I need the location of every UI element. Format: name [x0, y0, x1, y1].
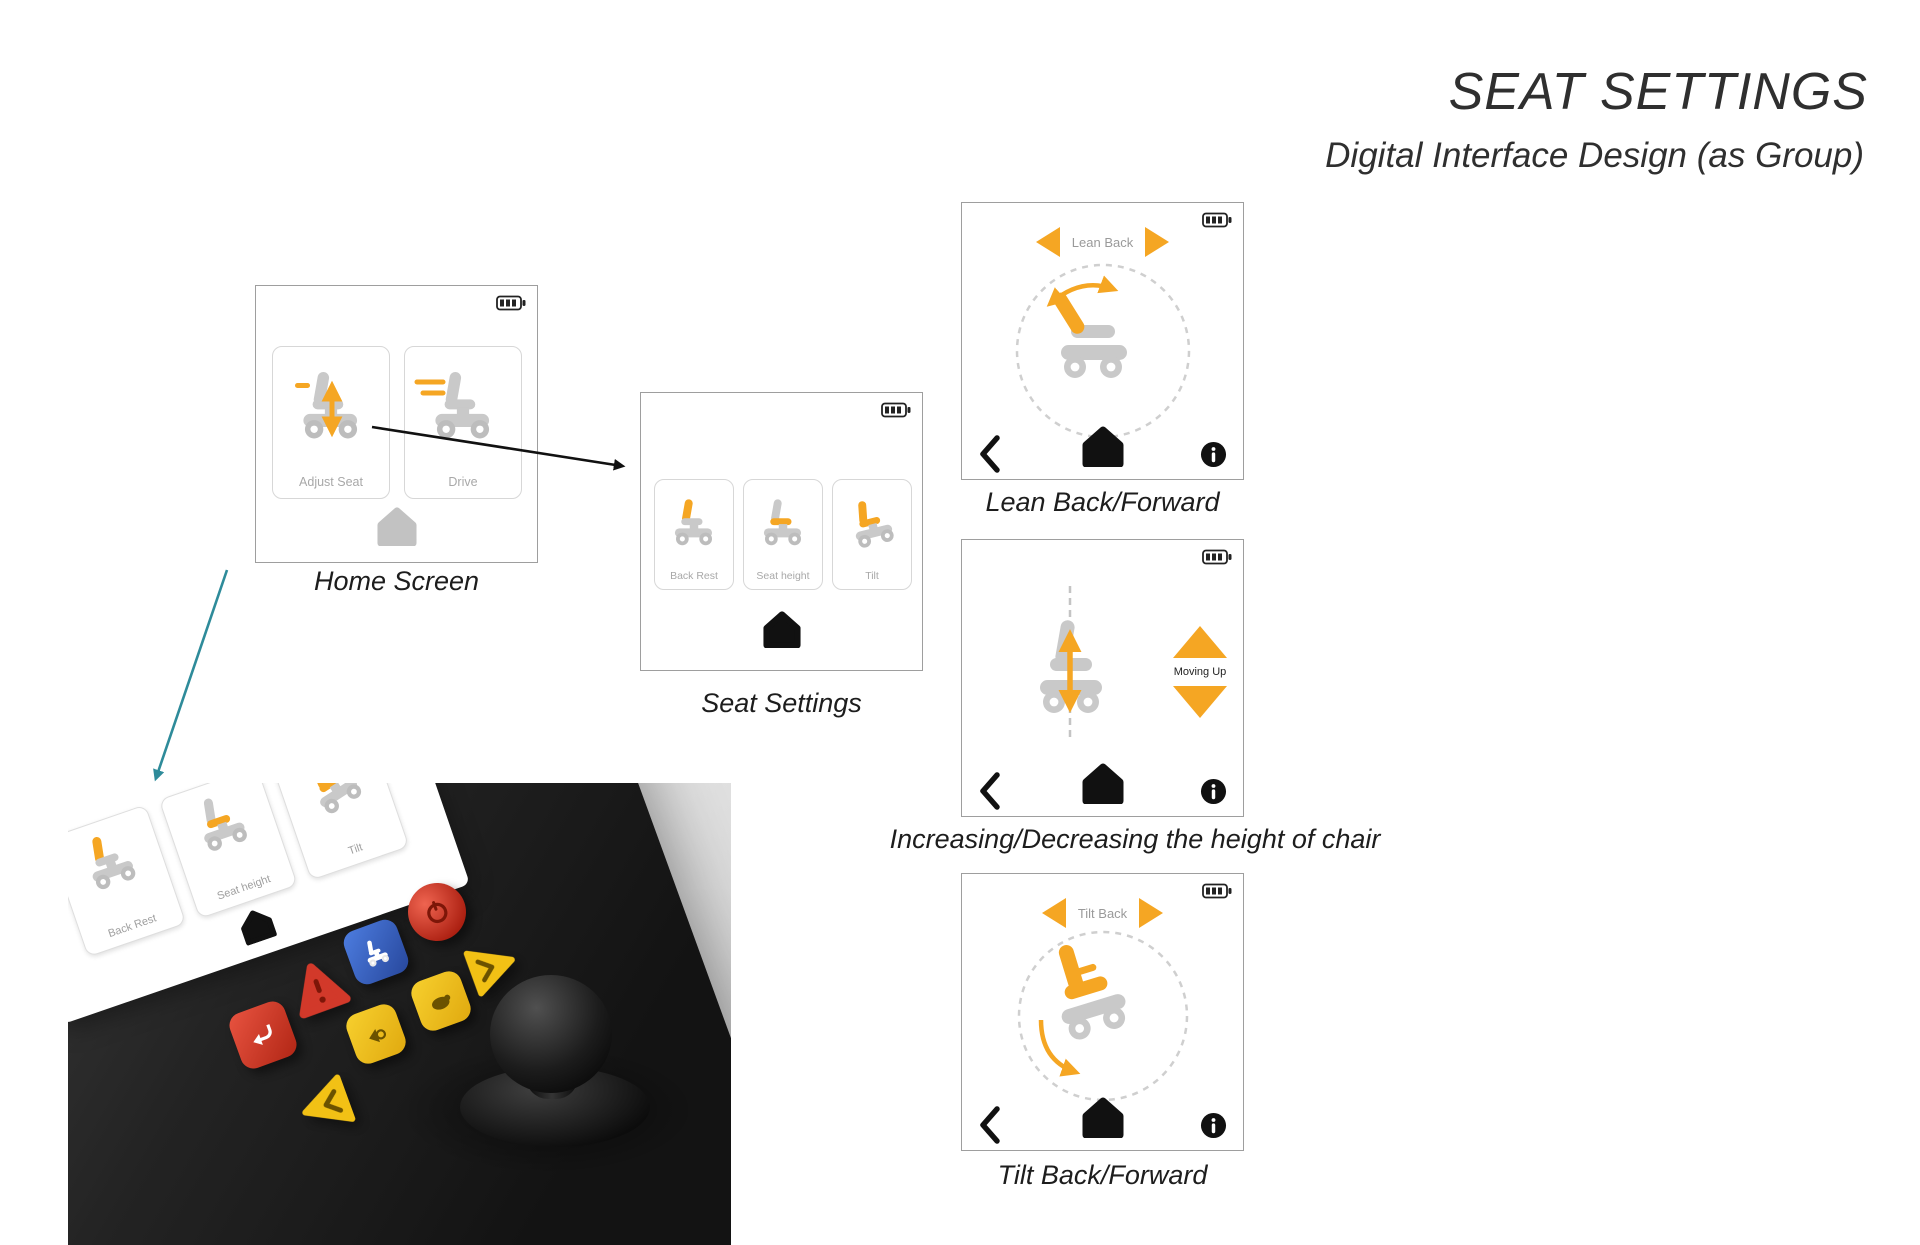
height-screen: Moving Up: [961, 539, 1244, 817]
power-icon: [427, 901, 448, 924]
return-arrow-icon: [253, 1024, 272, 1045]
tilt-header: Tilt Back: [962, 898, 1243, 928]
home-button[interactable]: [760, 610, 804, 648]
drive-label: Drive: [448, 475, 478, 489]
lean-screen: Lean Back: [961, 202, 1244, 480]
moving-status-label: Moving Up: [1173, 666, 1227, 678]
lean-left-triangle-icon[interactable]: [1035, 227, 1060, 257]
warning-icon: [299, 963, 351, 1019]
wheelchair-seat-icon: [751, 496, 815, 549]
lean-illustration: [1015, 263, 1191, 439]
return-button: [225, 997, 301, 1073]
home-screen-panel: Adjust Seat Drive: [255, 285, 538, 563]
warning-button: [282, 952, 355, 1023]
home-icon[interactable]: [374, 506, 420, 546]
page-title: SEAT SETTINGS: [1448, 63, 1868, 121]
battery-icon: [1202, 549, 1232, 565]
home-button[interactable]: [1079, 762, 1127, 804]
device-card-label: Seat height: [215, 873, 273, 903]
tilt-caption: Tilt Back/Forward: [997, 1160, 1208, 1190]
wheelchair-backrest-icon: [662, 496, 726, 549]
height-caption: Increasing/Decreasing the height of chai…: [889, 824, 1381, 854]
power-button: [399, 874, 475, 950]
tilt-header-label: Tilt Back: [1077, 905, 1128, 921]
battery-icon: [881, 402, 911, 418]
lean-caption: Lean Back/Forward: [985, 487, 1220, 517]
down-triangle-icon[interactable]: [1173, 686, 1227, 718]
device-photo: Back Rest Seat height Tilt: [68, 783, 731, 1245]
horn-button: [342, 1000, 410, 1068]
seat-level-dash-icon: [295, 383, 310, 388]
screen-to-device-arrow: [153, 569, 229, 782]
tilt-button[interactable]: Tilt: [832, 479, 912, 590]
home-button[interactable]: [1079, 1096, 1127, 1138]
right-arrow-icon: [463, 950, 515, 997]
joystick-knob: [490, 975, 612, 1093]
speed-lines-icon: [414, 379, 446, 396]
wheelchair-seat-icon: [177, 783, 265, 862]
back-rest-button[interactable]: Back Rest: [654, 479, 734, 590]
home-button[interactable]: [1079, 425, 1127, 467]
seat-settings-panel: Back Rest Seat height Tilt: [640, 392, 923, 671]
info-button[interactable]: [1200, 1112, 1227, 1139]
battery-icon: [496, 295, 526, 311]
left-arrow-icon: [302, 1074, 356, 1122]
info-button[interactable]: [1200, 778, 1227, 805]
device-card-seat-height: Seat height: [158, 783, 298, 919]
adjust-seat-label: Adjust Seat: [299, 475, 363, 489]
back-button[interactable]: [978, 1105, 1002, 1145]
back-button[interactable]: [978, 771, 1002, 811]
seat-up-down-arrow-icon: [321, 380, 343, 438]
seat-height-label: Seat height: [756, 570, 810, 582]
battery-icon: [1202, 212, 1232, 228]
battery-icon: [1202, 883, 1232, 899]
device-card-label: Tilt: [346, 841, 365, 858]
tilt-screen: Tilt Back: [961, 873, 1244, 1151]
wheelchair-tilt-icon: [835, 489, 910, 556]
speed-up-button: [457, 932, 526, 1001]
horn-icon: [369, 1028, 387, 1043]
back-rest-label: Back Rest: [670, 570, 718, 582]
up-triangle-icon[interactable]: [1173, 626, 1227, 658]
home-screen-caption: Home Screen: [313, 566, 480, 596]
back-button[interactable]: [978, 434, 1002, 474]
info-button[interactable]: [1200, 441, 1227, 468]
seat-height-button[interactable]: Seat height: [743, 479, 823, 590]
drive-button[interactable]: Drive: [404, 346, 522, 499]
wheelchair-tilt-icon: [286, 783, 379, 828]
lean-right-triangle-icon[interactable]: [1145, 227, 1170, 257]
home-icon: [233, 903, 280, 947]
tilt-left-triangle-icon[interactable]: [1041, 898, 1066, 928]
wheelchair-backrest-icon: [68, 820, 153, 900]
page-subtitle: Digital Interface Design (as Group): [1325, 136, 1864, 175]
adjust-seat-button[interactable]: Adjust Seat: [272, 346, 390, 499]
speed-icon: [432, 994, 451, 1010]
tilt-illustration: [1017, 930, 1189, 1102]
lean-header: Lean Back: [962, 227, 1243, 257]
speed-down-button: [290, 1069, 362, 1141]
height-illustration: [1040, 586, 1102, 742]
tilt-label: Tilt: [865, 570, 879, 582]
lean-header-label: Lean Back: [1071, 234, 1134, 250]
seat-settings-caption: Seat Settings: [701, 688, 862, 718]
device-card-label: Back Rest: [106, 912, 159, 941]
speed-button: [407, 967, 475, 1035]
moving-up-control: Moving Up: [1166, 626, 1234, 718]
tilt-right-triangle-icon[interactable]: [1139, 898, 1164, 928]
seat-icon: [354, 932, 398, 973]
